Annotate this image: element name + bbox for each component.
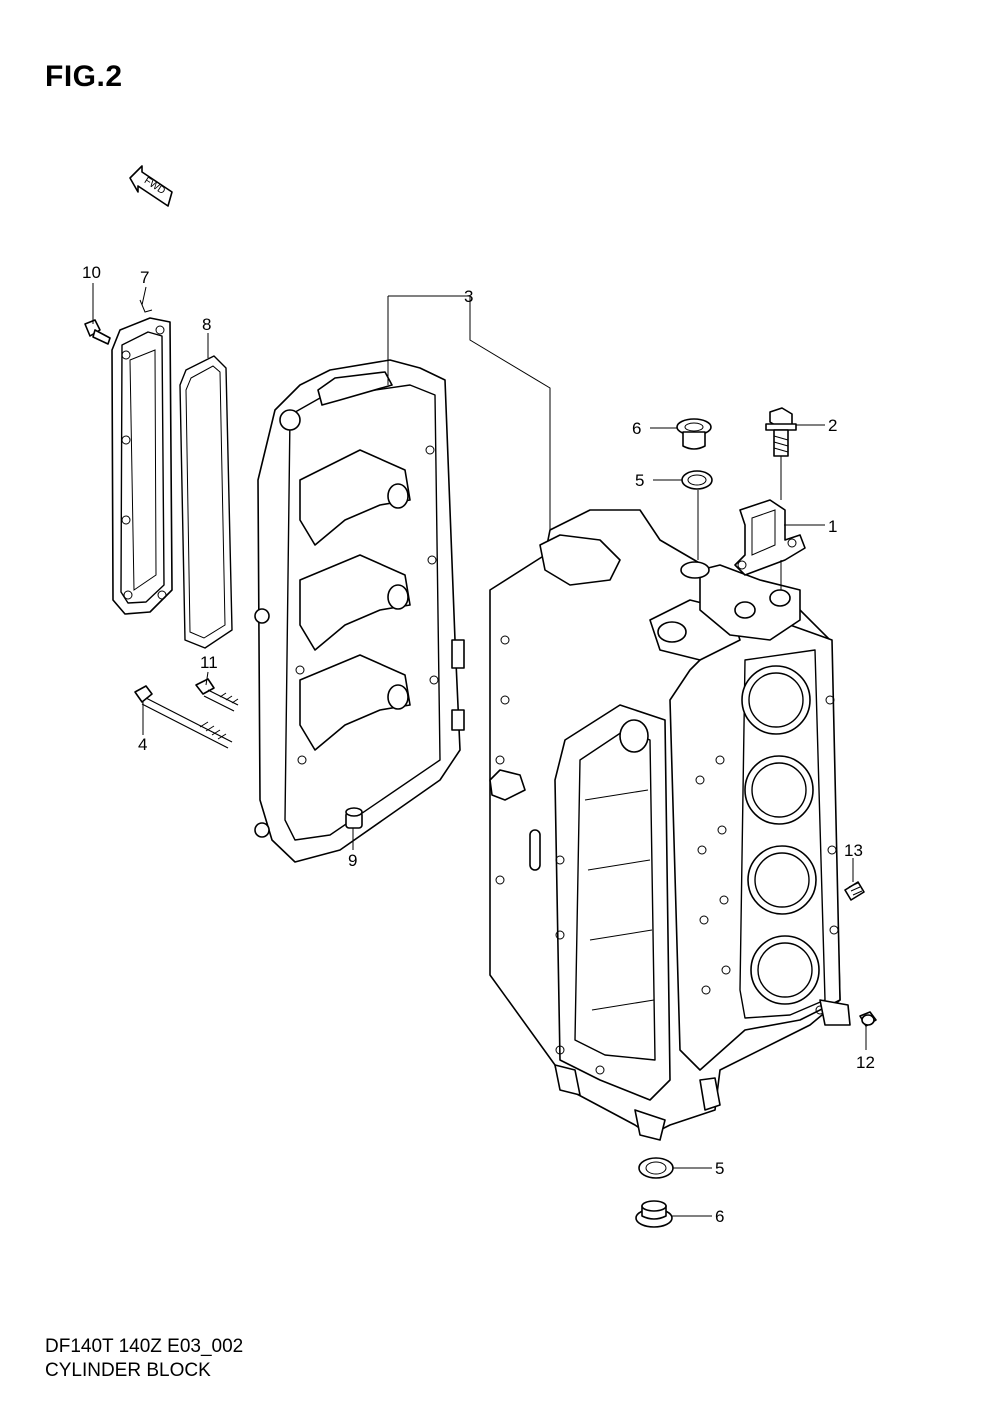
section-name: CYLINDER BLOCK bbox=[45, 1360, 211, 1381]
fitting-part bbox=[859, 1011, 877, 1027]
callout-5-bottom: 5 bbox=[715, 1159, 724, 1178]
callout-13: 13 bbox=[844, 841, 863, 860]
callout-10: 10 bbox=[82, 263, 101, 282]
washer-bottom-part bbox=[638, 1157, 674, 1179]
threaded-plug-part bbox=[844, 881, 865, 901]
callout-4: 4 bbox=[138, 735, 147, 754]
bracket-part bbox=[734, 499, 806, 576]
dowel-pin-part bbox=[345, 807, 363, 829]
leader-lines bbox=[92, 283, 867, 1217]
callout-8: 8 bbox=[202, 315, 211, 334]
fwd-arrow-icon: FWD bbox=[129, 165, 173, 207]
long-bolt-part bbox=[134, 685, 233, 749]
short-bolt-part bbox=[195, 678, 239, 712]
callout-2: 2 bbox=[828, 416, 837, 435]
washer-top-part bbox=[681, 470, 713, 490]
drain-plug-top-part bbox=[676, 418, 712, 450]
cylinder-block-part bbox=[489, 509, 851, 1141]
callout-numbers: 1 2 3 4 5 5 6 6 7 8 9 10 11 12 13 bbox=[82, 263, 875, 1226]
callout-7: 7 bbox=[140, 268, 149, 287]
callout-6-bottom: 6 bbox=[715, 1207, 724, 1226]
small-bolt-part bbox=[84, 319, 111, 345]
callout-3: 3 bbox=[464, 287, 473, 306]
drain-plug-bottom-part bbox=[635, 1200, 673, 1228]
flange-bolt-part bbox=[765, 407, 797, 457]
figure-title: FIG.2 bbox=[45, 60, 123, 93]
callout-11: 11 bbox=[200, 653, 218, 672]
callout-1: 1 bbox=[828, 517, 837, 536]
cover-plate-part bbox=[111, 299, 173, 615]
callout-9: 9 bbox=[348, 851, 357, 870]
callout-5-top: 5 bbox=[635, 471, 644, 490]
gasket-part bbox=[179, 355, 233, 649]
callout-6-top: 6 bbox=[632, 419, 641, 438]
callout-12: 12 bbox=[856, 1053, 875, 1072]
model-code: DF140T 140Z E03_002 bbox=[45, 1336, 244, 1357]
crankcase-part bbox=[254, 359, 465, 863]
